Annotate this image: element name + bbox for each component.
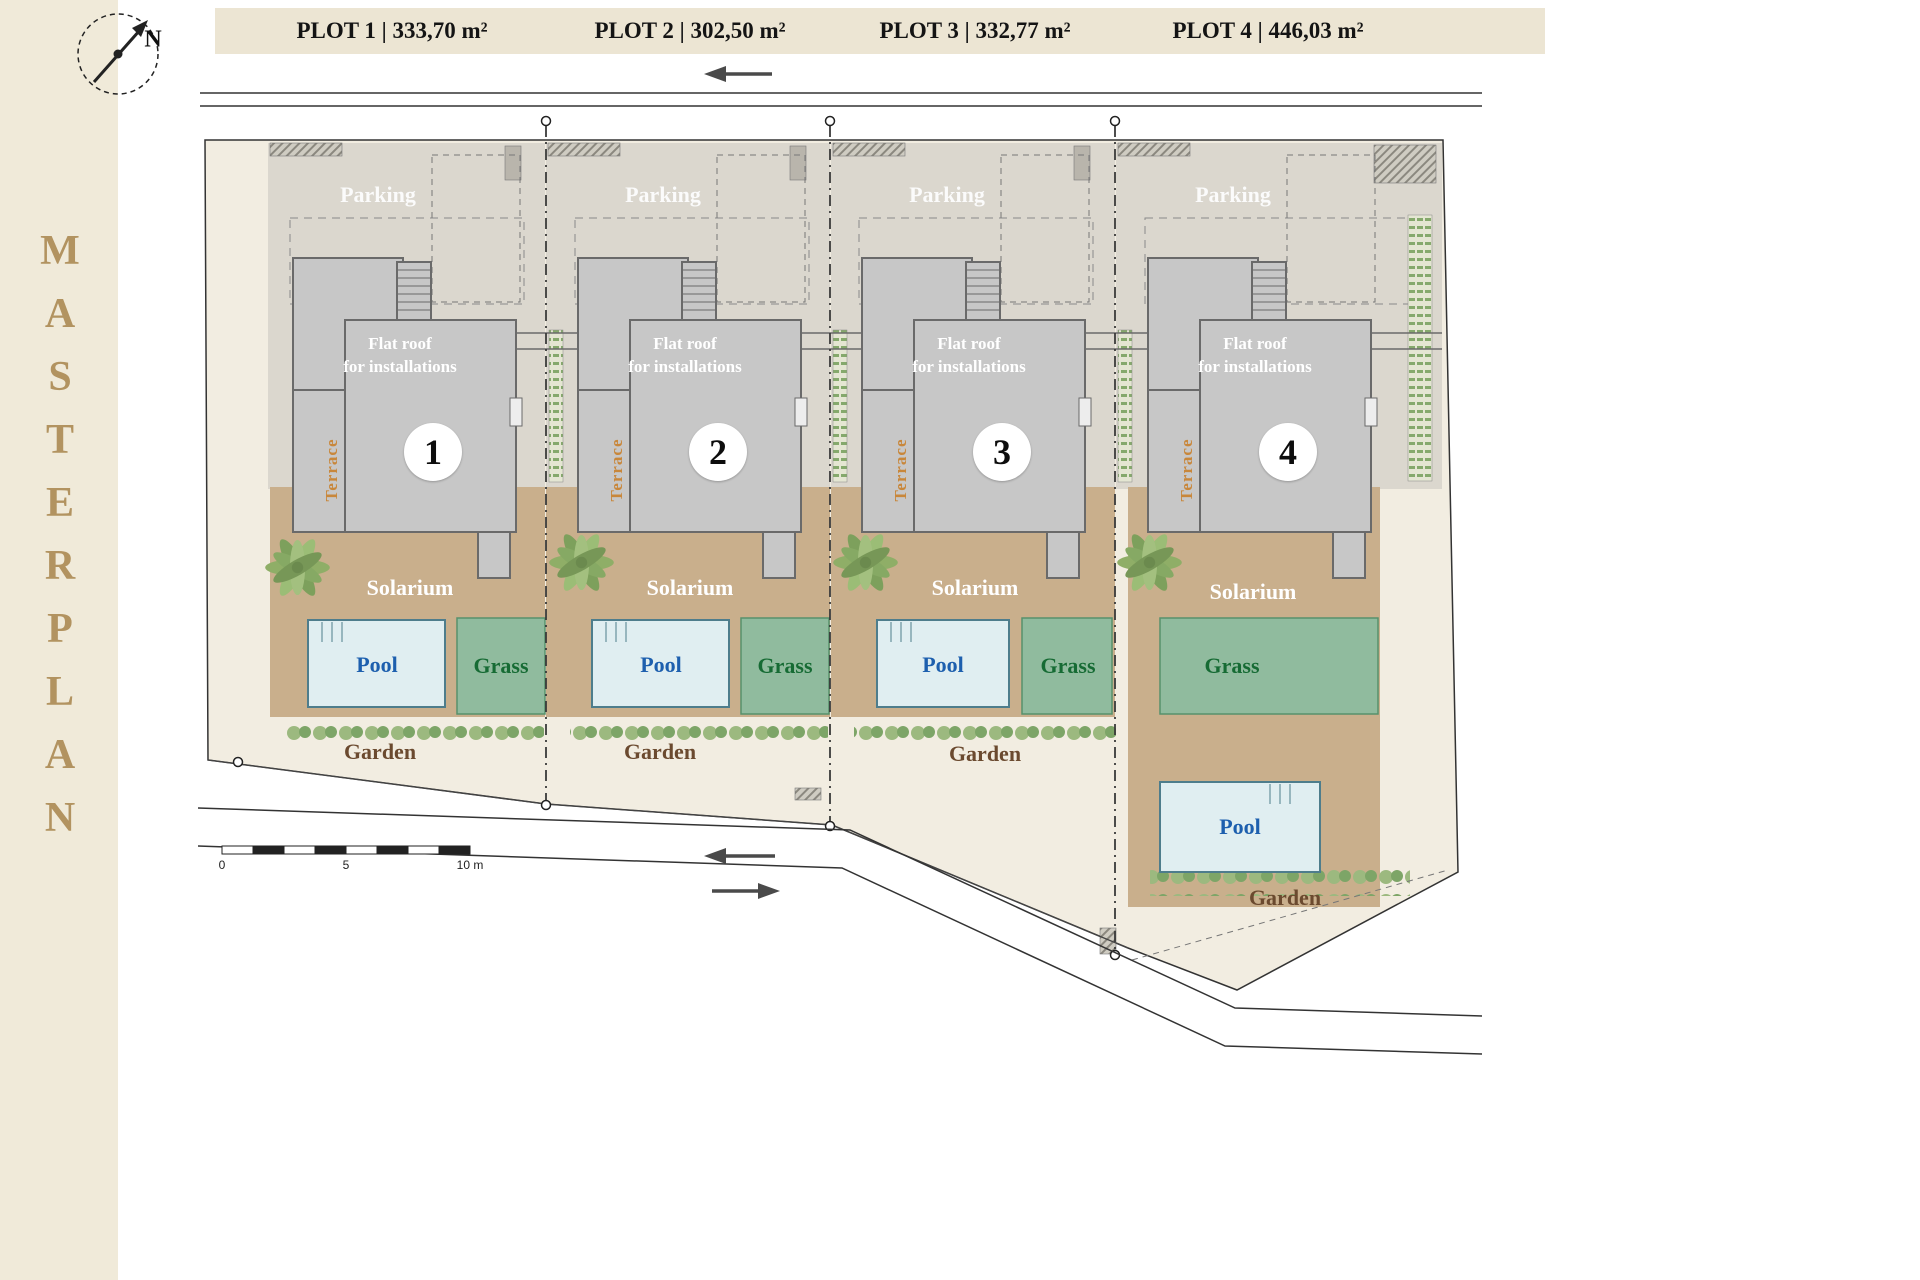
plot-3-parking-label: Parking <box>909 182 985 207</box>
bottom-road <box>197 807 1483 1055</box>
plot-4-solarium-label: Solarium <box>1209 579 1297 604</box>
plot-header-bar <box>215 8 1545 54</box>
plot-2-parking-label: Parking <box>625 182 701 207</box>
scale-five-label: 5 <box>342 858 350 872</box>
hedges <box>548 214 1433 483</box>
plot-1-terrace-label: Terrace <box>322 438 341 502</box>
stair-treads <box>397 269 1286 311</box>
plot-4-number-badge: 4 <box>1259 423 1317 481</box>
scale-ten-label: 10 m <box>456 858 484 872</box>
plot-4-garden-label: Garden <box>1248 885 1322 910</box>
road-direction-arrows <box>704 66 780 899</box>
plot-1-solarium-label: Solarium <box>366 575 454 600</box>
plot-3-number-badge: 3 <box>973 423 1031 481</box>
plot-3-pool-label: Pool <box>922 652 964 677</box>
plot-4-header: PLOT 4 | 446,03 m² <box>1172 18 1364 43</box>
plot-4-flat-roof-label: Flat roof for installations <box>1198 334 1312 376</box>
plot-3-flat-roof-label: Flat roof for installations <box>912 334 1026 376</box>
garden-plant-rows <box>286 716 1410 896</box>
plot-boundaries <box>545 126 1116 950</box>
plot-1-flat-roof-label: Flat roof for installations <box>343 334 457 376</box>
pool-zones <box>307 619 1321 873</box>
plot-3-header: PLOT 3 | 332,77 m² <box>879 18 1071 43</box>
plot-2-number-badge: 2 <box>689 423 747 481</box>
compass-icon <box>77 13 159 95</box>
plot-1-parking-label: Parking <box>340 182 416 207</box>
plot-2-flat-roof-label: Flat roof for installations <box>628 334 742 376</box>
plot-2-garden-label: Garden <box>623 739 697 764</box>
plot-4-grass-label: Grass <box>1204 653 1260 678</box>
plot-4-pool-label: Pool <box>1219 814 1261 839</box>
plot-1-header: PLOT 1 | 333,70 m² <box>296 18 488 43</box>
plot-1-grass-label: Grass <box>473 653 529 678</box>
top-road <box>200 92 1482 107</box>
connector-walls <box>516 332 1442 350</box>
plot-3-garden-label: Garden <box>948 741 1022 766</box>
plot-4-terrace-label: Terrace <box>1177 438 1196 502</box>
plot-1-number-badge: 1 <box>404 423 462 481</box>
sidebar <box>0 0 118 1280</box>
plot-1-pool-label: Pool <box>356 652 398 677</box>
plot-4-parking-label: Parking <box>1195 182 1271 207</box>
compass-north-label: N <box>144 26 162 53</box>
scale-bar <box>221 845 471 855</box>
plot-2-header: PLOT 2 | 302,50 m² <box>594 18 786 43</box>
plot-2-terrace-label: Terrace <box>607 438 626 502</box>
south-boundary <box>207 759 1129 949</box>
plot-3-solarium-label: Solarium <box>931 575 1019 600</box>
page-title: MASTERPLAN <box>37 228 83 858</box>
scale-zero-label: 0 <box>218 858 226 872</box>
plot-2-solarium-label: Solarium <box>646 575 734 600</box>
plot-3-terrace-label: Terrace <box>891 438 910 502</box>
entry-hatching <box>269 142 1437 955</box>
plot-2-pool-label: Pool <box>640 652 682 677</box>
grass-zones <box>456 617 1379 715</box>
buildings <box>292 257 1378 579</box>
plot-1-garden-label: Garden <box>343 739 417 764</box>
plot-2-grass-label: Grass <box>757 653 813 678</box>
plot-3-grass-label: Grass <box>1040 653 1096 678</box>
